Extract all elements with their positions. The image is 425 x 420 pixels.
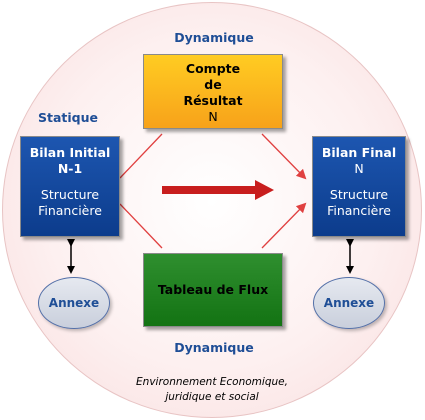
compte-line1: Compte: [185, 61, 241, 76]
annexe-left-label: Annexe: [48, 296, 100, 310]
connector-initial-to-tableau: [119, 203, 163, 249]
tableau-de-flux-box: Tableau de Flux: [143, 253, 283, 327]
connector-compte-to-final: [261, 133, 307, 180]
footer-line1: Environnement Economique,: [136, 376, 288, 388]
annexe-right-label: Annexe: [323, 296, 375, 310]
bilan-initial-title1: Bilan Initial: [29, 145, 111, 160]
top-dynamique-label: Dynamique: [174, 30, 254, 45]
footer-line2: juridique et social: [165, 391, 259, 403]
compte-line3: Résultat: [183, 93, 243, 108]
bilan-final-title1: Bilan Final: [321, 145, 397, 160]
bilan-initial-title2: N-1: [57, 161, 83, 176]
connector-initial-to-compte: [119, 133, 163, 179]
bilan-initial-box: Bilan Initial N-1 Structure Financière: [20, 136, 120, 237]
tableau-de-flux-label: Tableau de Flux: [157, 282, 269, 297]
compte-line2: de: [204, 77, 222, 92]
compte-line4: N: [208, 109, 218, 124]
bilan-final-title2: N: [354, 161, 364, 176]
annexe-right: Annexe: [313, 277, 385, 329]
bilan-final-box: Bilan Final N Structure Financière: [312, 136, 406, 237]
bilan-initial-sub1: Structure: [40, 187, 100, 202]
bilan-initial-spacer: [21, 177, 119, 187]
bilan-final-spacer: [313, 177, 405, 187]
annexe-left: Annexe: [38, 277, 110, 329]
statique-label: Statique: [38, 110, 98, 125]
bilan-final-sub2: Financière: [327, 203, 391, 218]
bottom-dynamique-label: Dynamique: [174, 340, 254, 355]
bilan-final-sub1: Structure: [329, 187, 389, 202]
compte-de-resultat-box: Compte de Résultat N: [143, 54, 283, 129]
main-flow-arrow: [162, 180, 274, 200]
bilan-initial-sub2: Financière: [38, 203, 102, 218]
environment-caption: Environnement Economique, juridique et s…: [112, 375, 312, 405]
connector-tableau-to-final: [261, 202, 307, 249]
